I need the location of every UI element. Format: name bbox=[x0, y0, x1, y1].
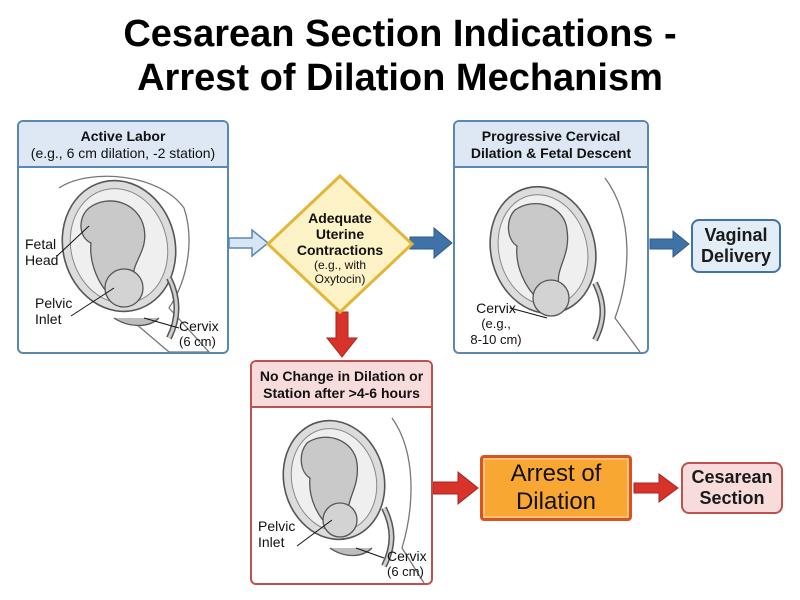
progressive-heading-1: Progressive Cervical bbox=[481, 128, 621, 144]
no-change-cervix-line: Cervix bbox=[387, 548, 427, 564]
fetus-arrested-illustration bbox=[282, 417, 425, 583]
no-change-cervix-value: (6 cm) bbox=[387, 564, 424, 579]
no-change-pelvic-line: Pelvic bbox=[258, 518, 296, 534]
no-change-panel: No Change in Dilation or Station after >… bbox=[250, 360, 433, 585]
decision-text: Adequate Uterine Contractions (e.g., wit… bbox=[285, 210, 395, 286]
arrow-arrest-to-cesarean bbox=[633, 473, 679, 503]
active-labor-illustration: Fetal Head Pelvic Inlet Cervix (6 cm) bbox=[19, 168, 227, 352]
progressive-dilation-panel: Progressive Cervical Dilation & Fetal De… bbox=[453, 120, 649, 354]
fetus-in-utero-illustration bbox=[56, 175, 210, 352]
arrest-line-2: Dilation bbox=[515, 488, 597, 515]
arrow-decision-to-progressive bbox=[409, 226, 453, 260]
head-label-line: Head bbox=[25, 252, 59, 268]
cervix-label-line: Cervix bbox=[179, 318, 219, 334]
active-labor-header: Active Labor (e.g., 6 cm dilation, -2 st… bbox=[19, 122, 227, 168]
decision-bold-2: Uterine bbox=[315, 226, 365, 242]
arrow-progressive-to-vaginal bbox=[649, 229, 690, 259]
decision-note-1: (e.g., with bbox=[313, 258, 367, 272]
progressive-eg-line: (e.g., bbox=[481, 316, 511, 331]
vaginal-line-1: Vaginal bbox=[704, 225, 768, 245]
no-change-cervix-label: Cervix (6 cm) bbox=[387, 548, 427, 580]
fetus-descending-illustration bbox=[489, 177, 641, 352]
arrest-of-dilation-box: Arrest of Dilation bbox=[480, 455, 632, 521]
arrow-active-to-decision bbox=[228, 228, 270, 258]
no-change-pelvic-inlet-label: Pelvic Inlet bbox=[258, 518, 295, 550]
no-change-header: No Change in Dilation or Station after >… bbox=[252, 362, 431, 408]
cesarean-line-2: Section bbox=[699, 488, 765, 508]
active-labor-heading: Active Labor bbox=[80, 128, 166, 144]
cervix-label: Cervix (6 cm) bbox=[179, 318, 219, 350]
cervix-value-line: (6 cm) bbox=[179, 334, 216, 349]
active-labor-subheading: (e.g., 6 cm dilation, -2 station) bbox=[30, 145, 216, 161]
active-labor-panel: Active Labor (e.g., 6 cm dilation, -2 st… bbox=[17, 120, 229, 354]
inlet-label-line: Inlet bbox=[35, 311, 62, 327]
pelvic-label-line: Pelvic bbox=[35, 295, 73, 311]
progressive-header: Progressive Cervical Dilation & Fetal De… bbox=[455, 122, 647, 168]
pelvic-inlet-label: Pelvic Inlet bbox=[35, 295, 72, 327]
decision-bold-3: Contractions bbox=[296, 242, 384, 258]
cesarean-section-box: Cesarean Section bbox=[681, 462, 783, 514]
no-change-heading-2: Station after >4-6 hours bbox=[263, 385, 420, 401]
title-line-1: Cesarean Section Indications - bbox=[123, 13, 677, 55]
progressive-value-line: 8-10 cm) bbox=[470, 332, 522, 347]
fetal-head-label: Fetal Head bbox=[25, 236, 58, 268]
progressive-cervix-label: Cervix (e.g., 8-10 cm) bbox=[461, 300, 531, 348]
diagram-title: Cesarean Section Indications - Arrest of… bbox=[0, 12, 800, 100]
no-change-illustration: Pelvic Inlet Cervix (6 cm) bbox=[252, 408, 431, 583]
progressive-cervix-line: Cervix bbox=[476, 300, 516, 316]
fetal-label-line: Fetal bbox=[25, 236, 57, 252]
arrest-line-1: Arrest of bbox=[510, 460, 602, 487]
progressive-illustration: Cervix (e.g., 8-10 cm) bbox=[455, 168, 647, 352]
decision-note-2: Oxytocin) bbox=[314, 272, 366, 286]
no-change-heading-1: No Change in Dilation or bbox=[259, 368, 424, 384]
arrow-decision-to-no-change bbox=[325, 311, 359, 358]
no-change-inlet-line: Inlet bbox=[258, 534, 285, 550]
vaginal-delivery-box: Vaginal Delivery bbox=[691, 219, 781, 273]
vaginal-line-2: Delivery bbox=[700, 246, 772, 266]
cesarean-line-1: Cesarean bbox=[691, 467, 773, 487]
title-line-2: Arrest of Dilation Mechanism bbox=[137, 57, 663, 99]
arrow-no-change-to-arrest bbox=[432, 470, 479, 506]
decision-bold-1: Adequate bbox=[308, 210, 372, 226]
progressive-heading-2: Dilation & Fetal Descent bbox=[470, 145, 632, 161]
